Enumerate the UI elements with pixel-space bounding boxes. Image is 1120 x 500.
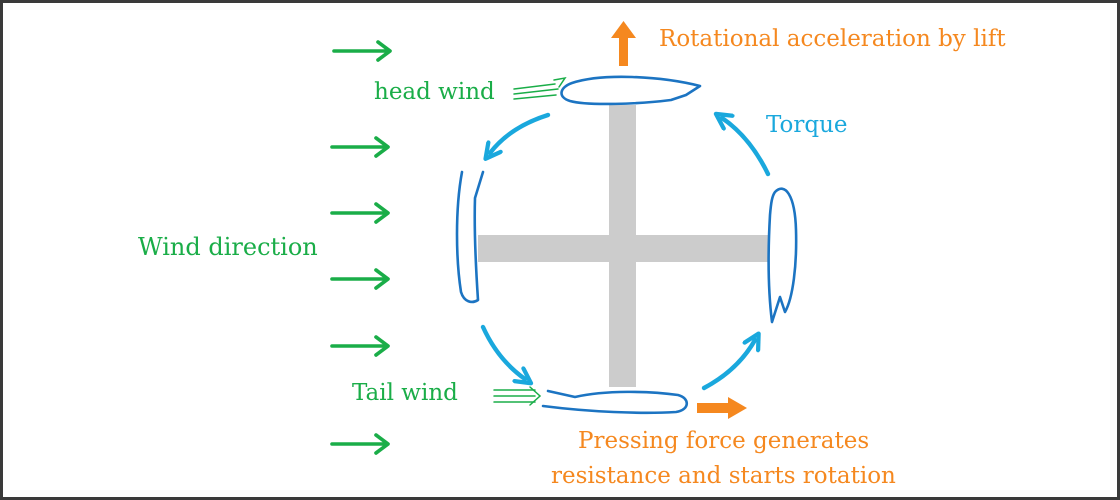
torque-arrow-icon xyxy=(701,340,755,391)
lift-acceleration-label: Rotational acceleration by lift xyxy=(659,26,1006,52)
rotor-arms xyxy=(478,105,768,387)
blade-top xyxy=(560,75,702,106)
tail-wind-arrow-icon xyxy=(493,386,542,406)
wind-direction-label: Wind direction xyxy=(138,233,318,261)
wind-arrow-icon xyxy=(332,40,392,62)
torque-arrow-icon xyxy=(490,112,551,153)
torque-arrow-icon xyxy=(480,324,525,379)
head-wind-arrow-icon xyxy=(513,76,567,100)
pressing-force-label-line2: resistance and starts rotation xyxy=(551,463,896,489)
pressing-force-label-line1: Pressing force generates xyxy=(578,428,870,454)
horizontal-arm xyxy=(478,235,768,262)
torque-label: Torque xyxy=(766,112,848,138)
blades xyxy=(455,75,798,415)
tail-wind-label: Tail wind xyxy=(352,380,458,406)
blade-left xyxy=(455,170,485,304)
wind-arrow-icon xyxy=(330,268,390,290)
wind-arrow-icon xyxy=(330,433,390,455)
wind-arrow-icon xyxy=(330,202,390,224)
lift-arrow-icon xyxy=(611,21,636,66)
head-wind-label: head wind xyxy=(374,79,495,105)
torque-arrows xyxy=(480,112,771,391)
wind-arrow-icon xyxy=(330,335,390,357)
wind-arrows xyxy=(330,40,392,455)
pressing-arrow-icon xyxy=(697,397,747,419)
blade-bottom xyxy=(541,389,689,415)
torque-arrow-icon xyxy=(722,118,771,177)
blade-right xyxy=(767,187,798,324)
wind-arrow-icon xyxy=(330,136,390,158)
